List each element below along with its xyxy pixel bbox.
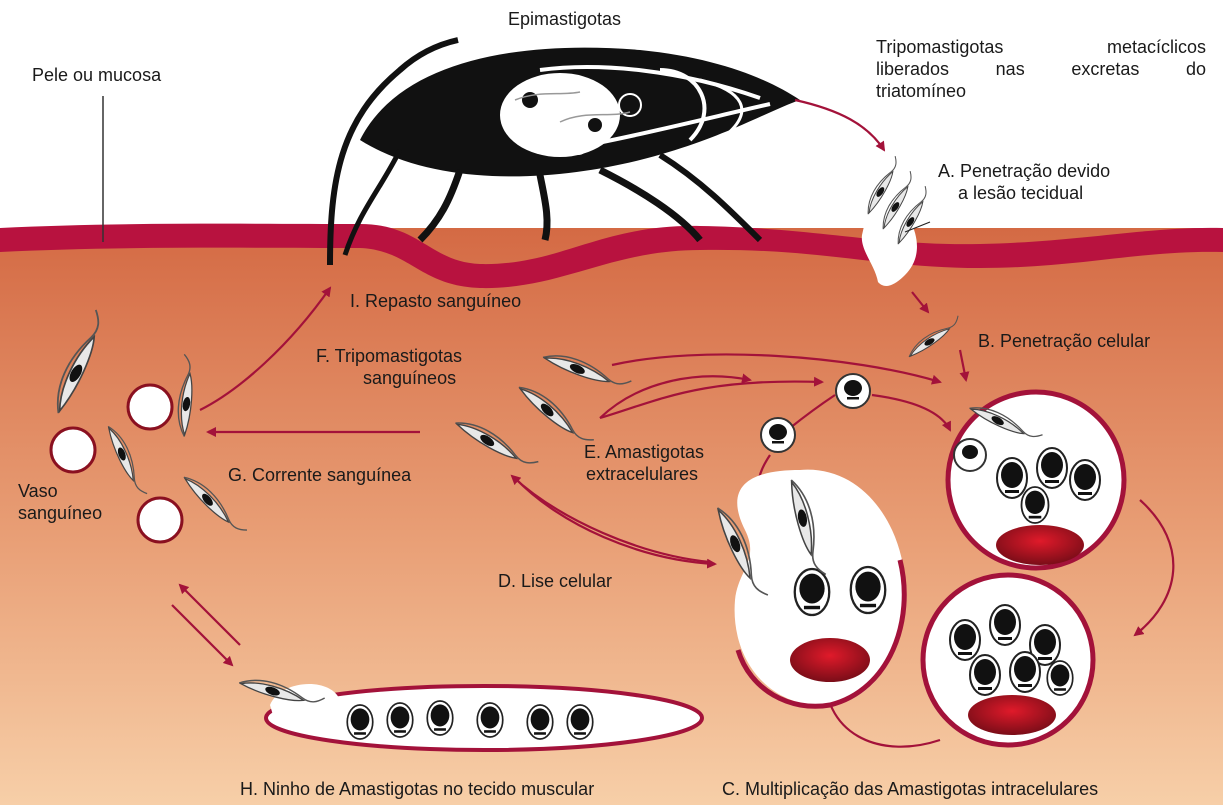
step-f-label: F. Tripomastigotas sanguíneos (316, 345, 462, 389)
step-b-label: B. Penetração celular (978, 330, 1150, 352)
step-f-line-1: F. Tripomastigotas (316, 345, 462, 367)
step-e-line-2: extracelulares (584, 463, 704, 485)
infected-cell-top (948, 392, 1124, 568)
step-f-line-2: sanguíneos (316, 367, 462, 389)
step-c-label: C. Multiplicação das Amastigotas intrace… (722, 778, 1098, 800)
arrow-to-excreta (795, 100, 884, 150)
metacyclic-line-3: triatomíneo (876, 80, 1206, 102)
step-a-label: A. Penetração devido a lesão tecidual (938, 160, 1110, 204)
epimastigotes-label: Epimastigotas (508, 8, 621, 30)
vessel-line-2: sanguíneo (18, 502, 102, 524)
step-e-label: E. Amastigotas extracelulares (584, 441, 704, 485)
step-d-label: D. Lise celular (498, 570, 612, 592)
skin-label: Pele ou mucosa (32, 64, 161, 86)
vessel-label: Vaso sanguíneo (18, 480, 102, 524)
vessel-line-1: Vaso (18, 480, 102, 502)
step-e-line-1: E. Amastigotas (584, 441, 704, 463)
infected-cell-bottom (923, 575, 1093, 745)
step-h-label: H. Ninho de Amastigotas no tecido muscul… (240, 778, 594, 800)
step-i-label: I. Repasto sanguíneo (350, 290, 521, 312)
step-g-label: G. Corrente sanguínea (228, 464, 411, 486)
step-a-line-1: A. Penetração devido (938, 160, 1110, 182)
step-a-line-2: a lesão tecidual (938, 182, 1110, 204)
metacyclic-label: Tripomastigotas metacíclicos liberados n… (876, 36, 1206, 102)
metacyclic-line-1: Tripomastigotas metacíclicos (876, 36, 1206, 58)
metacyclic-line-2: liberados nas excretas do (876, 58, 1206, 80)
